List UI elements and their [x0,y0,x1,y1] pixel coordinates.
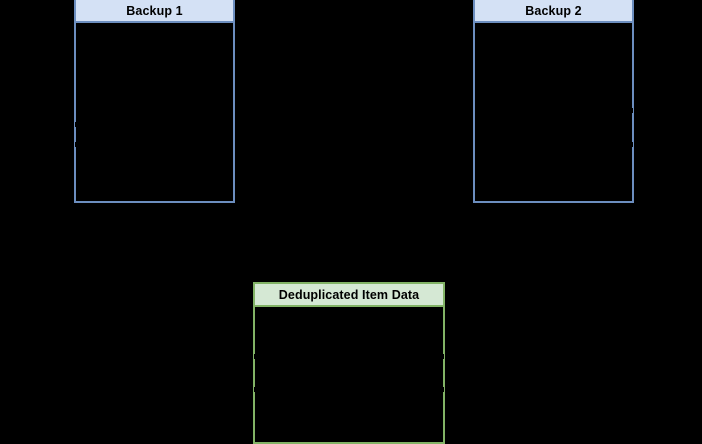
node-backup-1-title: Backup 1 [74,0,235,23]
node-backup-2-body [473,0,634,203]
dedup-notch-right-lower [440,387,444,392]
node-backup-1[interactable]: Backup 1 [74,0,235,203]
node-backup-1-body [74,0,235,203]
node-deduplicated-item-data[interactable]: Deduplicated Item Data [253,282,445,444]
dedup-notch-left-lower [254,387,258,392]
node-backup-2[interactable]: Backup 2 [473,0,634,203]
dedup-notch-right-upper [440,354,444,359]
connector-notch-right-lower [629,142,633,147]
node-deduplicated-item-data-title: Deduplicated Item Data [253,282,445,307]
connector-notch-left-lower [75,142,79,147]
node-backup-2-title: Backup 2 [473,0,634,23]
connector-notch-left-upper [75,122,79,127]
connector-notch-right-upper [629,108,633,113]
dedup-notch-left-upper [254,354,258,359]
